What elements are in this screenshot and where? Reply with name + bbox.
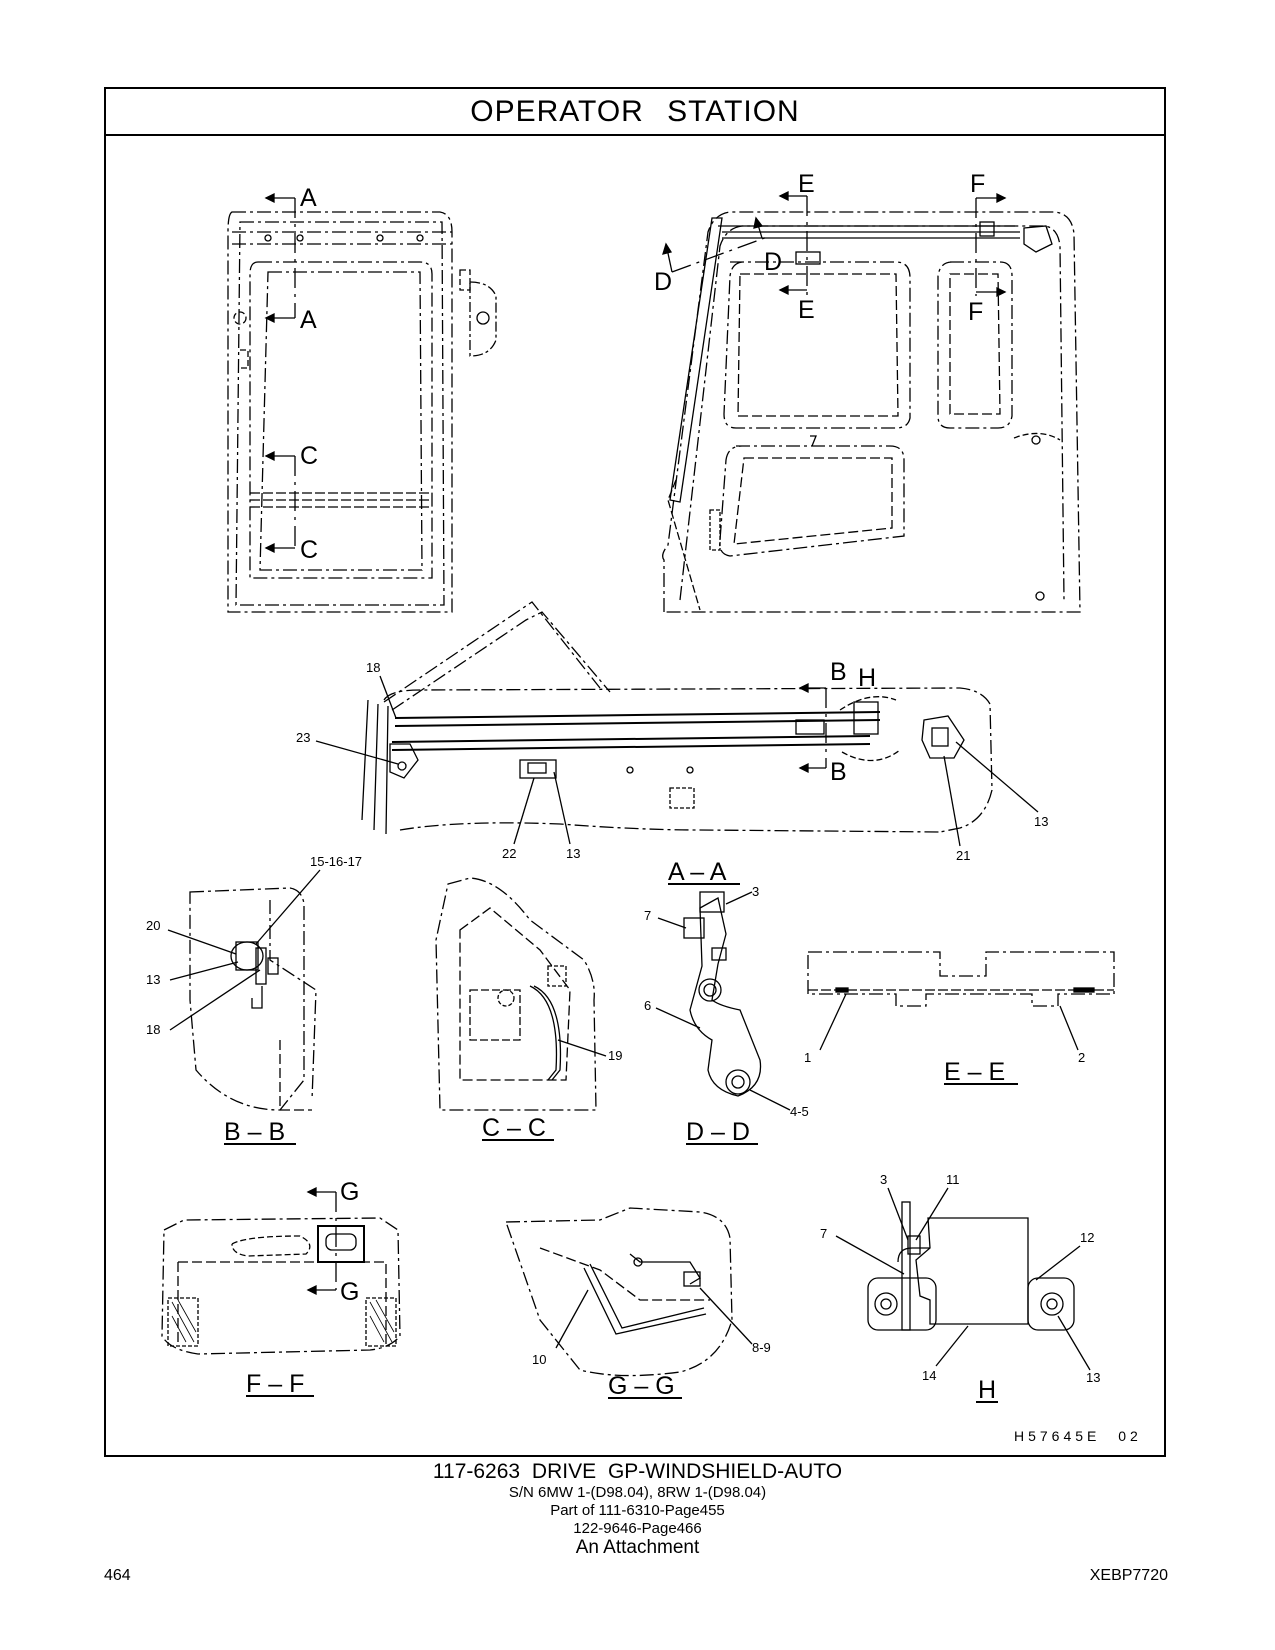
callout-dd-6: 6 xyxy=(644,998,651,1013)
caption-part-of: Part of 111-6310-Page455 xyxy=(550,1502,725,1519)
document-code: XEBP7720 xyxy=(1089,1567,1168,1584)
section-f-bottom: F xyxy=(968,298,983,326)
detail-h-marker: H xyxy=(858,664,876,692)
page-number: 464 xyxy=(104,1567,131,1584)
cab-side-view xyxy=(662,190,1081,613)
view-ff-drawing xyxy=(161,1186,401,1355)
section-f-top: F xyxy=(970,170,985,198)
view-cc-drawing xyxy=(435,877,607,1111)
view-h-title: H xyxy=(978,1376,996,1404)
callout-bb-15-16-17: 15-16-17 xyxy=(310,854,362,869)
callout-ee-2: 2 xyxy=(1078,1050,1085,1065)
section-d-right: D xyxy=(764,248,782,276)
callout-gg-8-9: 8-9 xyxy=(752,1340,771,1355)
section-g-bottom: G xyxy=(340,1278,359,1306)
page-title: OPERATOR STATION xyxy=(470,94,800,128)
callout-h-14: 14 xyxy=(922,1368,936,1383)
section-c-bottom: C xyxy=(300,536,318,564)
callout-aa-13b: 13 xyxy=(1034,814,1048,829)
view-bb-labels: 15-16-17 20 13 18 B – B xyxy=(146,854,362,1146)
callout-bb-20: 20 xyxy=(146,918,160,933)
view-bb-drawing xyxy=(167,869,321,1111)
caption-block: 117-6263 DRIVE GP-WINDSHIELD-AUTO S/N 6M… xyxy=(0,1460,1275,1558)
view-gg-title: G – G xyxy=(608,1372,675,1400)
view-gg-labels: 10 8-9 G – G xyxy=(532,1340,771,1400)
section-e-bottom: E xyxy=(798,296,815,324)
view-dd-drawing xyxy=(655,891,791,1111)
section-b-bottom: B xyxy=(830,758,847,786)
section-a-top: A xyxy=(300,184,317,212)
callout-h-11: 11 xyxy=(946,1172,960,1187)
view-cc-labels: 19 C – C xyxy=(482,1048,622,1142)
view-ff-title: F – F xyxy=(246,1370,304,1398)
view-ee-title: E – E xyxy=(944,1058,1005,1086)
section-a-bottom: A xyxy=(300,306,317,334)
cab-front-view xyxy=(227,192,497,613)
callout-aa-22: 22 xyxy=(502,846,516,861)
view-ff-labels: G G F – F xyxy=(246,1178,359,1398)
section-d-left: D xyxy=(654,268,672,296)
diagram-frame: OPERATOR STATION xyxy=(104,87,1166,1457)
callout-h-3: 3 xyxy=(880,1172,887,1187)
callout-bb-18: 18 xyxy=(146,1022,160,1037)
view-h-labels: 3 11 7 12 14 13 H xyxy=(820,1172,1100,1404)
view-aa-labels: B B H 18 23 22 13 21 13 A – A xyxy=(296,658,1048,886)
section-g-top: G xyxy=(340,1178,359,1206)
view-cc-title: C – C xyxy=(482,1114,546,1142)
callout-ee-1: 1 xyxy=(804,1050,811,1065)
callout-gg-10: 10 xyxy=(532,1352,546,1367)
view-dd-labels: 3 7 6 4-5 D – D xyxy=(644,884,809,1146)
callout-h-7: 7 xyxy=(820,1226,827,1241)
view-h-drawing xyxy=(835,1187,1091,1371)
callout-aa-18: 18 xyxy=(366,660,380,675)
caption-main: 117-6263 DRIVE GP-WINDSHIELD-AUTO xyxy=(432,1460,843,1483)
view-ee-labels: 1 2 E – E xyxy=(804,1050,1085,1086)
section-e-top: E xyxy=(798,170,815,198)
view-bb-title: B – B xyxy=(224,1118,285,1146)
callout-cc-19: 19 xyxy=(608,1048,622,1063)
callout-dd-4-5: 4-5 xyxy=(790,1104,809,1119)
caption-attachment: An Attachment xyxy=(575,1537,700,1558)
caption-ref-page: 122-9646-Page466 xyxy=(573,1520,702,1537)
callout-aa-23: 23 xyxy=(296,730,310,745)
caption-serial: S/N 6MW 1-(D98.04), 8RW 1-(D98.04) xyxy=(508,1484,767,1501)
side-section-labels: E E F F D D xyxy=(654,170,985,326)
callout-h-12: 12 xyxy=(1080,1230,1094,1245)
figure-code: H57645E 02 xyxy=(1014,1428,1142,1444)
front-section-labels: A A C C xyxy=(300,184,318,564)
callout-dd-7: 7 xyxy=(644,908,651,923)
section-c-top: C xyxy=(300,442,318,470)
view-aa-drawing xyxy=(315,601,1039,847)
view-ee-drawing xyxy=(807,951,1115,1051)
callout-aa-21: 21 xyxy=(956,848,970,863)
view-dd-title: D – D xyxy=(686,1118,750,1146)
view-aa-title: A – A xyxy=(668,858,727,886)
callout-aa-13: 13 xyxy=(566,846,580,861)
callout-dd-3: 3 xyxy=(752,884,759,899)
callout-h-13: 13 xyxy=(1086,1370,1100,1385)
view-gg-drawing xyxy=(505,1207,753,1377)
title-bar: OPERATOR STATION xyxy=(106,89,1164,136)
section-b-top: B xyxy=(830,658,847,686)
callout-bb-13: 13 xyxy=(146,972,160,987)
